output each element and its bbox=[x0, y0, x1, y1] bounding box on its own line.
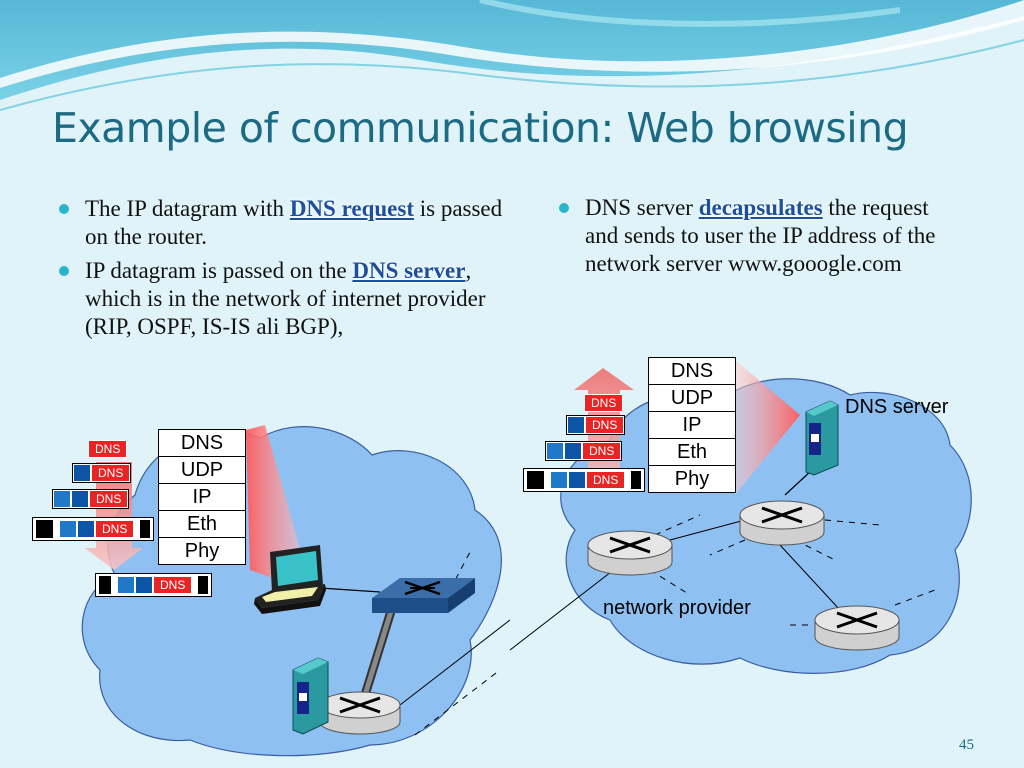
bullet-text: , which is in the network of internet pr… bbox=[85, 258, 486, 339]
packet-dns-header: DNS bbox=[95, 520, 135, 538]
client-protocol-stack: DNS UDP IP Eth Phy bbox=[158, 429, 246, 565]
router-icon-provider-left bbox=[587, 530, 673, 576]
packet-dns-header: DNS bbox=[582, 442, 622, 460]
layer-dns: DNS bbox=[180, 432, 224, 454]
bullet-item: IP datagram is passed on the DNS server,… bbox=[56, 257, 516, 341]
packet-eth: DNS bbox=[523, 468, 646, 492]
udp-header-block bbox=[73, 464, 91, 482]
packet-dns-header: DNS bbox=[91, 464, 131, 482]
layer-eth: Eth bbox=[159, 510, 245, 537]
layer-dns: DNS bbox=[670, 360, 714, 382]
bullet-item: DNS server decapsulates the request and … bbox=[556, 194, 956, 278]
eth-header-block bbox=[36, 520, 53, 538]
packet-dns: DNS bbox=[584, 394, 624, 412]
udp-header-block bbox=[135, 576, 153, 594]
network-provider-label: network provider bbox=[603, 597, 751, 619]
udp-header-block bbox=[71, 490, 89, 508]
keyword-dns-request: DNS request bbox=[289, 196, 414, 221]
ip-header-block bbox=[59, 520, 77, 538]
eth-trailer-block bbox=[631, 471, 642, 489]
ip-header-block bbox=[53, 490, 71, 508]
eth-header-block bbox=[99, 576, 111, 594]
packet-eth-on-wire: DNS bbox=[95, 573, 213, 597]
keyword-dns-server: DNS server bbox=[352, 258, 466, 283]
layer-phy: Phy bbox=[649, 465, 735, 492]
dns-server-to-stack-arrow bbox=[735, 360, 800, 495]
packet-udp: DNS bbox=[566, 415, 626, 435]
layer-eth: Eth bbox=[649, 438, 735, 465]
packet-dns-header: DNS bbox=[153, 576, 193, 594]
left-bullet-list: The IP datagram with DNS request is pass… bbox=[56, 195, 516, 347]
packet-dns-header: DNS bbox=[88, 440, 128, 458]
bullet-item: The IP datagram with DNS request is pass… bbox=[56, 195, 516, 251]
bullet-text: The IP datagram with bbox=[85, 196, 290, 221]
header-wave-light bbox=[0, 0, 1024, 88]
layer-ip: IP bbox=[649, 411, 735, 438]
bullet-text: is passed on the router. bbox=[85, 196, 503, 249]
page-number: 45 bbox=[959, 737, 974, 753]
eth-header-block bbox=[527, 471, 544, 489]
bullet-text: the request and sends to user the IP add… bbox=[585, 195, 936, 276]
right-bullet-list: DNS server decapsulates the request and … bbox=[556, 194, 956, 284]
packet-dns-header: DNS bbox=[586, 471, 626, 489]
router-icon-local bbox=[319, 691, 401, 735]
udp-header-block bbox=[567, 416, 585, 434]
packet-ip: DNS bbox=[52, 489, 130, 509]
packet-dns: DNS bbox=[88, 440, 128, 458]
udp-header-block bbox=[568, 471, 586, 489]
dns-server-label: DNS server bbox=[845, 396, 949, 418]
packet-udp: DNS bbox=[72, 463, 132, 483]
slide-title: Example of communication: Web browsing bbox=[52, 104, 909, 152]
packet-eth: DNS bbox=[32, 517, 155, 541]
bullet-text: DNS server bbox=[585, 195, 699, 220]
layer-udp: UDP bbox=[649, 384, 735, 411]
keyword-decapsulates: decapsulates bbox=[698, 195, 823, 220]
ethernet-switch-icon bbox=[372, 578, 475, 613]
dns-server-icon bbox=[805, 400, 839, 476]
packet-dns-header: DNS bbox=[585, 416, 625, 434]
eth-trailer-block bbox=[140, 520, 151, 538]
ip-header-block bbox=[546, 442, 564, 460]
packet-dns-header: DNS bbox=[89, 490, 129, 508]
bullet-text: IP datagram is passed on the bbox=[85, 258, 353, 283]
packet-ip: DNS bbox=[545, 441, 623, 461]
router-icon-provider-bottom bbox=[814, 605, 900, 651]
ip-header-block bbox=[550, 471, 568, 489]
layer-phy: Phy bbox=[159, 537, 245, 564]
local-server-icon bbox=[292, 657, 329, 735]
eth-trailer-block bbox=[198, 576, 209, 594]
layer-udp: UDP bbox=[159, 456, 245, 483]
dns-server-protocol-stack: DNS UDP IP Eth Phy bbox=[648, 357, 736, 493]
udp-header-block bbox=[77, 520, 95, 538]
layer-ip: IP bbox=[159, 483, 245, 510]
packet-dns-header: DNS bbox=[584, 394, 624, 412]
ip-header-block bbox=[117, 576, 135, 594]
udp-header-block bbox=[564, 442, 582, 460]
router-icon-provider-top bbox=[739, 500, 825, 546]
laptop-icon bbox=[254, 545, 326, 614]
